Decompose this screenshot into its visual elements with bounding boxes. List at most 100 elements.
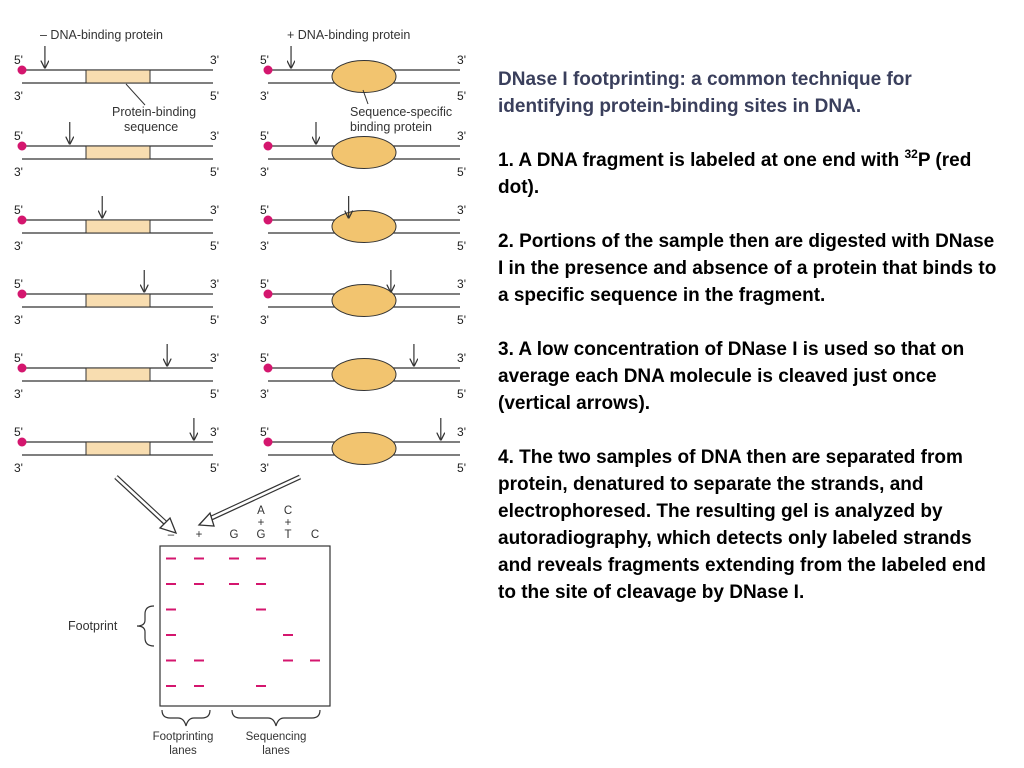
three-prime-label: 3' (14, 165, 23, 179)
minus-protein-header: – DNA-binding protein (40, 28, 163, 42)
lane-label: A (257, 505, 265, 517)
footprinting-lanes-label-line2: lanes (169, 745, 197, 757)
five-prime-label: 5' (457, 165, 466, 179)
lane-label: G (230, 529, 239, 541)
explanation-panel: DNase I footprinting: a common technique… (498, 66, 1004, 633)
five-prime-label: 5' (260, 203, 269, 217)
lane-label: + (196, 529, 203, 541)
footprinting-figure: – DNA-binding protein + DNA-binding prot… (14, 28, 466, 757)
plus-dna-row-3: 5' 3' 3' 5' (260, 196, 466, 253)
plus-sample-arrowhead (197, 511, 215, 527)
lane-label: C (284, 505, 292, 517)
minus-dna-row-6: 5' 3' 3' 5' (14, 418, 219, 475)
protein-binding-sequence-label-line2: sequence (124, 120, 178, 134)
minus-dna-row-2: 5'3'3'5' (14, 122, 219, 179)
minus-sample-arrowhead (158, 516, 178, 535)
page-title: DNase I footprinting: a common technique… (498, 69, 912, 117)
minus-dna-row-4: 5' 3' 3' 5' (14, 270, 219, 327)
step-1: 1. A DNA fragment is labeled at one end … (498, 147, 1004, 201)
five-prime-label: 5' (457, 89, 466, 103)
three-prime-label: 3' (457, 203, 466, 217)
three-prime-label: 3' (14, 89, 23, 103)
minus-dna-row-3: 5'3'3'5' (14, 196, 219, 253)
binding-protein (331, 358, 397, 391)
footprinting-lanes-bracket (161, 709, 211, 727)
three-prime-label: 3' (210, 351, 219, 365)
sequencing-lanes-label-line1: Sequencing (246, 731, 307, 743)
labeled-end-dot (17, 65, 27, 75)
three-prime-label: 3' (457, 351, 466, 365)
lane-label: T (284, 529, 291, 541)
five-prime-label: 5' (14, 53, 23, 67)
three-prime-label: 3' (210, 425, 219, 439)
labeled-end-dot (17, 363, 27, 373)
protein-binding-sequence (85, 219, 151, 234)
five-prime-label: 5' (260, 129, 269, 143)
three-prime-label: 3' (210, 277, 219, 291)
binding-protein (331, 136, 397, 169)
five-prime-label: 5' (457, 387, 466, 401)
five-prime-label: 5' (14, 425, 23, 439)
five-prime-label: 5' (260, 53, 269, 67)
labeled-end-dot (263, 437, 273, 447)
three-prime-label: 3' (210, 203, 219, 217)
labeled-end-dot (263, 363, 273, 373)
labeled-end-dot (17, 289, 27, 299)
lane-label: + (285, 517, 292, 529)
protein-binding-sequence (85, 367, 151, 382)
step-2: 2. Portions of the sample then are diges… (498, 231, 997, 306)
step-1-text: 1. A DNA fragment is labeled at one end … (498, 150, 905, 171)
gel-bands (166, 557, 320, 687)
three-prime-label: 3' (260, 165, 269, 179)
lane-label: – (168, 529, 175, 541)
footprinting-lanes-label-line1: Footprinting (153, 731, 214, 743)
five-prime-label: 5' (210, 461, 219, 475)
five-prime-label: 5' (210, 387, 219, 401)
five-prime-label: 5' (260, 425, 269, 439)
sequence-specific-label-line2: binding protein (350, 120, 432, 134)
five-prime-label: 5' (14, 129, 23, 143)
five-prime-label: 5' (457, 313, 466, 327)
three-prime-label: 3' (260, 89, 269, 103)
sequencing-lanes-label-line2: lanes (262, 745, 290, 757)
five-prime-label: 5' (14, 277, 23, 291)
plus-sample-arrow-inner (206, 475, 301, 522)
three-prime-label: 3' (457, 129, 466, 143)
plus-dna-row-1: 5'3'3'5' (260, 46, 466, 103)
footprint-label: Footprint (68, 619, 118, 633)
protein-binding-sequence (85, 69, 151, 84)
binding-protein (331, 284, 397, 317)
lane-label: G (257, 529, 266, 541)
footprint-bracket (136, 605, 155, 647)
plus-dna-row-4: 5'3'3'5' (260, 270, 466, 327)
three-prime-label: 3' (210, 53, 219, 67)
three-prime-label: 3' (260, 239, 269, 253)
step-3: 3. A low concentration of DNase I is use… (498, 339, 965, 414)
binding-protein (331, 432, 397, 465)
five-prime-label: 5' (260, 277, 269, 291)
plus-protein-header: + DNA-binding protein (287, 28, 410, 42)
labeled-end-dot (17, 215, 27, 225)
protein-binding-sequence (85, 145, 151, 160)
isotope-superscript: 32 (904, 146, 918, 161)
three-prime-label: 3' (14, 387, 23, 401)
three-prime-label: 3' (260, 313, 269, 327)
three-prime-label: 3' (14, 313, 23, 327)
labeled-end-dot (263, 141, 273, 151)
minus-dna-row-1: 5'3'3'5' (14, 46, 219, 103)
five-prime-label: 5' (210, 313, 219, 327)
sequence-specific-label-line1: Sequence-specific (350, 105, 452, 119)
protein-binding-sequence-leader (125, 83, 146, 106)
labeled-end-dot (17, 437, 27, 447)
labeled-end-dot (17, 141, 27, 151)
protein-binding-sequence-label-line1: Protein-binding (112, 105, 196, 119)
three-prime-label: 3' (14, 461, 23, 475)
minus-dna-row-5: 5'3'3'5' (14, 344, 219, 401)
three-prime-label: 3' (260, 387, 269, 401)
plus-dna-row-6: 5'3'3'5' (260, 418, 466, 475)
minus-sample-arrow-inner (115, 476, 171, 528)
plus-dna-row-5: 5'3'3'5' (260, 344, 466, 401)
sequencing-lanes-bracket (231, 709, 321, 727)
five-prime-label: 5' (457, 239, 466, 253)
